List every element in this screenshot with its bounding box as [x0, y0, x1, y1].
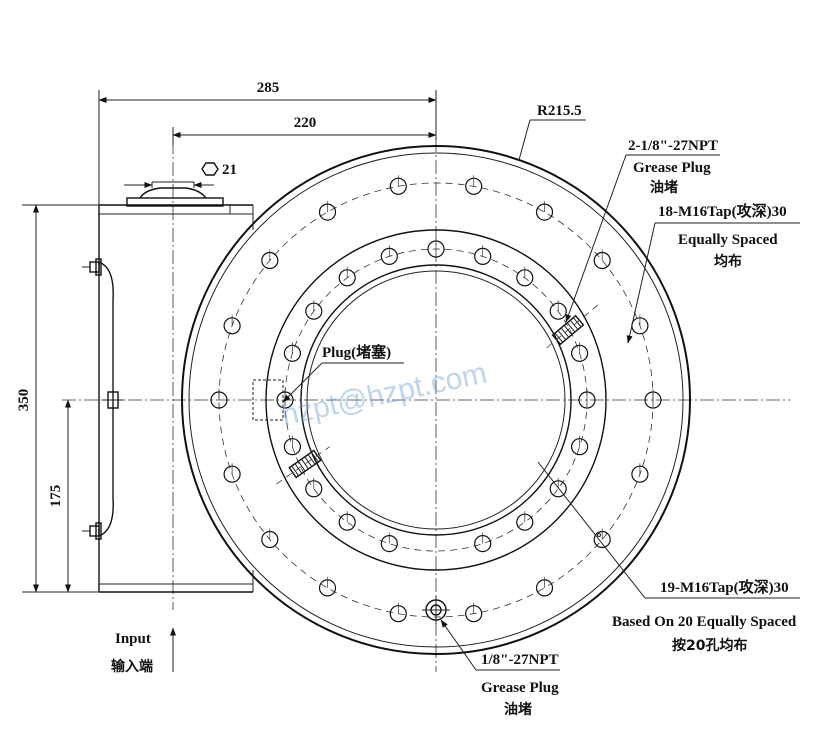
outer-tap-hole: [318, 576, 337, 597]
outer-tap-hole: [210, 389, 228, 409]
inner-tap-hole: [427, 238, 445, 258]
inner-tap-hole: [380, 245, 398, 265]
inner-tap-hole: [516, 266, 534, 287]
outer-tap-hole: [318, 201, 337, 221]
outer-tap-holes-group: [210, 175, 662, 623]
callout-grease-top-line3: 油堵: [650, 179, 678, 196]
callout-tap18-line2: Equally Spaced: [678, 232, 778, 248]
callout-grease-bot-line3: 油堵: [504, 701, 532, 718]
callout-grease-bot-line2: Grease Plug: [481, 680, 559, 696]
outer-tap-hole: [631, 314, 649, 335]
dim-285-label: 285: [257, 80, 280, 96]
dim-175-label: 175: [48, 485, 64, 508]
outer-tap-hole: [465, 602, 483, 623]
hatched-plug-lower: [276, 446, 330, 485]
inner-tap-hole: [338, 266, 356, 287]
outer-tap-hole: [535, 576, 554, 597]
outer-tap-hole: [261, 528, 279, 549]
callout-tap18-line3: 均布: [714, 253, 742, 270]
inner-tap-hole: [283, 342, 301, 362]
outer-tap-hole: [261, 249, 279, 270]
callout-grease-bot-line1: 1/8"-27NPT: [481, 652, 559, 668]
outer-tap-hole: [593, 249, 611, 270]
hatched-plug-upper: [546, 302, 601, 349]
callout-tap19-line1: 19-M16Tap(攻深)30: [660, 578, 789, 596]
input-label: Input: [115, 631, 151, 647]
dim-220-label: 220: [294, 115, 317, 131]
inner-tap-hole: [474, 532, 492, 553]
inner-tap-hole: [516, 511, 534, 531]
outer-tap-hole: [223, 314, 241, 335]
inner-tap-hole: [305, 300, 323, 320]
grease-plug-bottom: [422, 596, 450, 624]
inner-tap-hole: [474, 245, 492, 265]
hexagon-icon: [201, 162, 219, 176]
inner-tap-hole: [305, 477, 323, 498]
outer-tap-hole: [223, 463, 241, 483]
outer-tap-hole: [535, 201, 554, 221]
inner-tap-hole: [570, 342, 589, 362]
outer-tap-hole: [389, 602, 407, 623]
callout-tap19-line3: 按20孔均布: [672, 637, 747, 654]
callout-grease-top-line2: Grease Plug: [633, 160, 711, 176]
outer-tap-hole: [631, 463, 649, 483]
outer-tap-hole: [644, 389, 662, 409]
inner-tap-hole: [283, 435, 301, 456]
inner-tap-hole: [578, 389, 596, 409]
outer-tap-hole: [593, 528, 611, 549]
input-label-cn: 输入端: [111, 658, 153, 675]
inner-tap-hole: [338, 511, 356, 531]
worm-housing: [82, 181, 254, 593]
watermark: hzpt@hzpt.com: [279, 356, 490, 432]
outer-tap-hole: [465, 175, 483, 195]
inner-tap-hole: [549, 300, 567, 320]
callout-plug: Plug(堵塞): [322, 343, 391, 361]
inner-tap-hole: [380, 532, 398, 553]
callout-tap18-line1: 18-M16Tap(攻深)30: [658, 202, 787, 220]
dim-r215-label: R215.5: [537, 103, 582, 119]
outer-tap-hole: [389, 175, 407, 195]
dim-350-label: 350: [16, 389, 32, 412]
inner-tap-hole: [570, 435, 589, 456]
callout-tap19-line2: Based On 20 Equally Spaced: [612, 614, 797, 630]
inner-tap-holes-group: [276, 238, 596, 553]
dim-21-label: 21: [222, 162, 237, 178]
callout-grease-top-line1: 2-1/8"-27NPT: [628, 138, 718, 154]
